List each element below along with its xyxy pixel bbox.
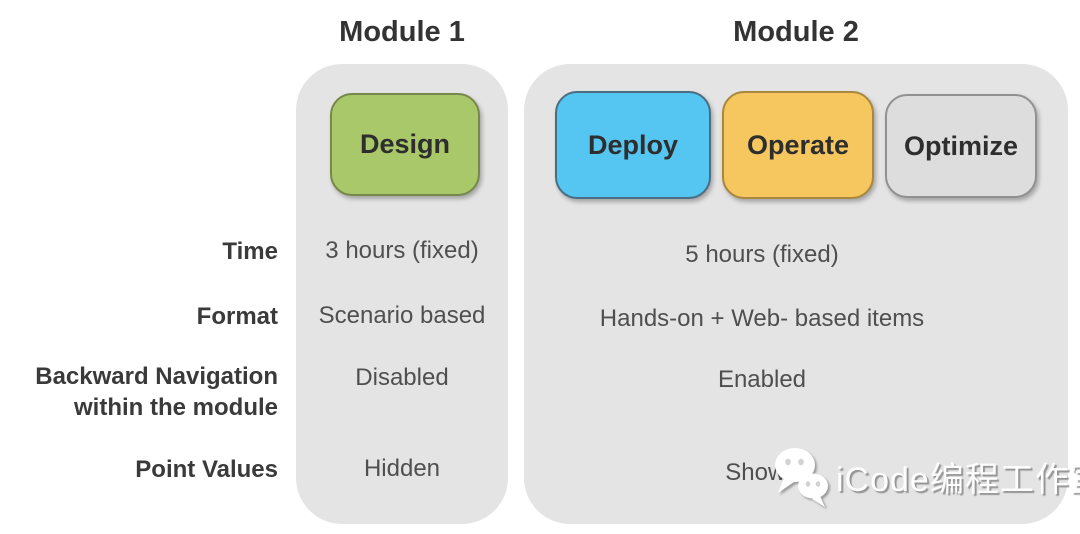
chip-operate: Operate <box>722 91 874 199</box>
wechat-icon <box>775 448 828 507</box>
module2-title: Module 2 <box>733 16 859 48</box>
watermark: iCode编程工作室 <box>770 444 1080 508</box>
module1-time-value: 3 hours (fixed) <box>325 237 479 264</box>
module2-backward-navigation-value: Enabled <box>717 366 807 393</box>
chip-deploy: Deploy <box>555 91 711 199</box>
module1-format-value: Scenario based <box>318 302 486 329</box>
row-label-backward-navigation: Backward Navigation <box>35 363 278 390</box>
module1-backward-navigation-value: Disabled <box>355 364 449 391</box>
row-label-format: Format <box>196 303 278 330</box>
chip-optimize: Optimize <box>885 94 1037 198</box>
module2-panel: Deploy Operate Optimize <box>524 64 1068 524</box>
module2-time-value: 5 hours (fixed) <box>685 241 839 268</box>
row-label-backward-navigation-line2: within the module <box>74 394 278 421</box>
module1-panel: Design <box>296 64 508 524</box>
module1-point-values-value: Hidden <box>363 455 441 482</box>
module1-title: Module 1 <box>339 16 465 48</box>
module2-format-value: Hands-on + Web- based items <box>599 305 925 332</box>
row-label-point-values: Point Values <box>135 456 278 483</box>
chip-design: Design <box>330 93 480 196</box>
row-label-time: Time <box>222 238 278 265</box>
watermark-text: iCode编程工作室 <box>836 460 1080 499</box>
